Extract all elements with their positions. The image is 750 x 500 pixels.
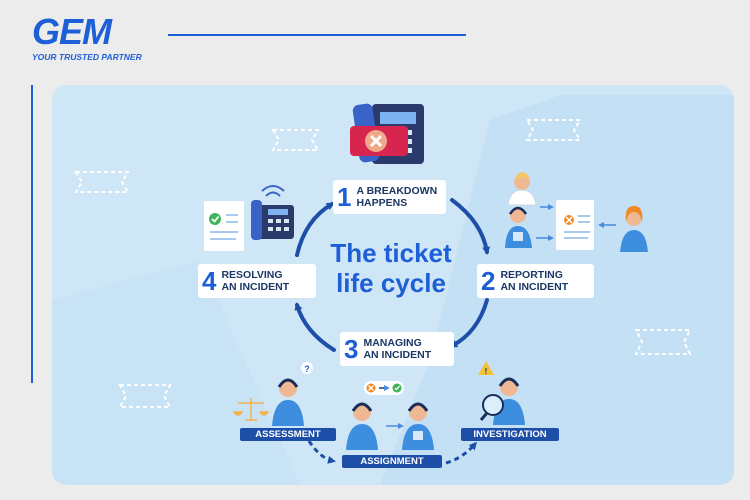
magnifier-icon: [479, 394, 504, 421]
header-rule: [168, 34, 466, 36]
support-agent-icon: [505, 206, 532, 248]
arrow-3-to-4: [294, 302, 336, 352]
stage-1-label: A BREAKDOWN HAPPENS: [356, 185, 438, 209]
stage-2-card: 2 REPORTING AN INCIDENT: [477, 264, 594, 298]
resolving-illustration: [204, 185, 294, 251]
stage-3-label: MANAGING AN INCIDENT: [363, 337, 432, 361]
investigation-illustration: !: [478, 361, 525, 425]
stage-4-label: RESOLVING AN INCIDENT: [221, 269, 290, 293]
person-icon: [620, 206, 648, 252]
stage-3-card: 3 MANAGING AN INCIDENT: [340, 332, 454, 366]
stage-4-number: 4: [202, 266, 217, 296]
assignment-illustration: [346, 381, 434, 450]
document-error-icon: [556, 200, 594, 250]
phone-icon: [251, 185, 294, 240]
arrow-2-to-3: [449, 298, 489, 348]
support-agent-icon: [402, 402, 434, 450]
support-agent-icon: [272, 378, 304, 426]
step-assignment-label: ASSIGNMENT: [342, 455, 442, 468]
svg-text:!: !: [485, 367, 488, 376]
stage-2-number: 2: [481, 266, 496, 296]
person-icon: [507, 172, 537, 206]
diagram-title: The ticket life cycle: [330, 238, 452, 298]
side-rule: [31, 85, 33, 383]
step-arrows: [307, 440, 477, 465]
warning-icon: !: [478, 361, 494, 376]
stage-3-number: 3: [344, 334, 359, 364]
svg-text:?: ?: [304, 364, 310, 374]
document-check-icon: [204, 201, 244, 251]
step-investigation-label: INVESTIGATION: [461, 428, 559, 441]
stage-1-number: 1: [337, 182, 352, 212]
brand-name: GEM: [32, 11, 112, 52]
support-agent-icon: [346, 402, 378, 450]
broken-phone-icon: [350, 103, 424, 164]
brand-logo: GEM YOUR TRUSTED PARTNER: [32, 11, 142, 63]
arrow-4-to-1: [295, 202, 335, 257]
stage-4-card: 4 RESOLVING AN INCIDENT: [198, 264, 316, 298]
brand-tagline: YOUR TRUSTED PARTNER: [32, 52, 142, 62]
scales-icon: [232, 398, 270, 421]
stage-1-card: 1 A BREAKDOWN HAPPENS: [333, 180, 446, 214]
cycle-arrows: [294, 198, 491, 352]
arrow-1-to-2: [450, 198, 491, 255]
assessment-illustration: ?: [232, 362, 313, 426]
stage-2-label: REPORTING AN INCIDENT: [500, 269, 569, 293]
step-assessment-label: ASSESSMENT: [240, 428, 336, 441]
question-icon: ?: [301, 362, 313, 374]
reporting-illustration: [505, 172, 648, 252]
